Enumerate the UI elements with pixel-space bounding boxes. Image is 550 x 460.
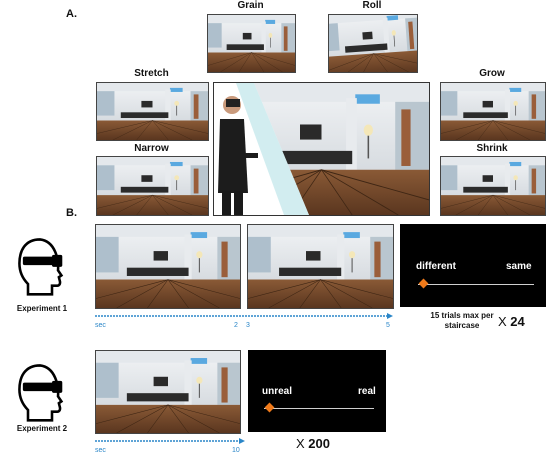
narrow-thumbnail: [96, 156, 209, 216]
grain-thumbnail: [207, 14, 296, 73]
exp2-scale-right-label: real: [358, 386, 376, 397]
roll-thumbnail: [328, 14, 418, 73]
exp1-scale-left-label: different: [416, 261, 456, 272]
exp1-tick-3: 3: [246, 322, 250, 329]
grain-label: Grain: [237, 0, 264, 11]
shrink-label: Shrink: [476, 143, 508, 154]
exp1-tick-5: 5: [386, 322, 390, 329]
exp1-stimulus-1: [95, 224, 241, 309]
exp1-slider-track[interactable]: [418, 284, 534, 285]
exp2-response-screen: unreal real: [248, 350, 386, 432]
exp2-tick-10: 10: [232, 447, 240, 454]
exp1-repeat-count: 24: [510, 314, 525, 329]
grow-label: Grow: [479, 68, 505, 79]
exp1-tick-2: 2: [234, 322, 238, 329]
stretch-label: Stretch: [134, 68, 169, 79]
narrow-label: Narrow: [134, 143, 169, 154]
exp1-timeline: [95, 313, 393, 319]
exp2-tick-sec: sec: [95, 447, 106, 454]
exp2-stimulus: [95, 350, 241, 434]
vr-user-scene: [213, 82, 430, 216]
exp2-slider-knob[interactable]: [264, 402, 275, 413]
shrink-thumbnail: [440, 156, 546, 216]
exp1-scale-right-label: same: [506, 261, 532, 272]
grow-thumbnail: [440, 82, 546, 141]
exp1-slider-knob[interactable]: [418, 278, 429, 289]
exp2-scale-left-label: unreal: [262, 386, 293, 397]
exp2-timeline: [95, 438, 245, 444]
vr-head-icon-2: [8, 362, 72, 422]
exp1-repeat-symbol: X: [498, 314, 507, 329]
experiment-2-label: Experiment 2: [16, 424, 68, 433]
exp1-stimulus-2: [247, 224, 394, 309]
stretch-thumbnail: [96, 82, 209, 141]
exp1-tick-sec: sec: [95, 322, 106, 329]
section-b-letter: B.: [66, 207, 77, 219]
section-a-letter: A.: [66, 8, 77, 20]
exp2-repeat-count: 200: [308, 436, 330, 451]
exp2-slider-track[interactable]: [264, 408, 374, 409]
vr-head-icon: [8, 236, 72, 296]
exp1-trials-note: 15 trials max per staircase: [430, 311, 494, 330]
exp2-repeat-symbol: X: [296, 436, 305, 451]
exp1-response-screen: different same: [400, 224, 546, 307]
experiment-1-label: Experiment 1: [16, 304, 68, 313]
exp2-repeat: X 200: [296, 436, 330, 451]
roll-label: Roll: [362, 0, 382, 11]
exp1-repeat: X 24: [498, 314, 525, 329]
